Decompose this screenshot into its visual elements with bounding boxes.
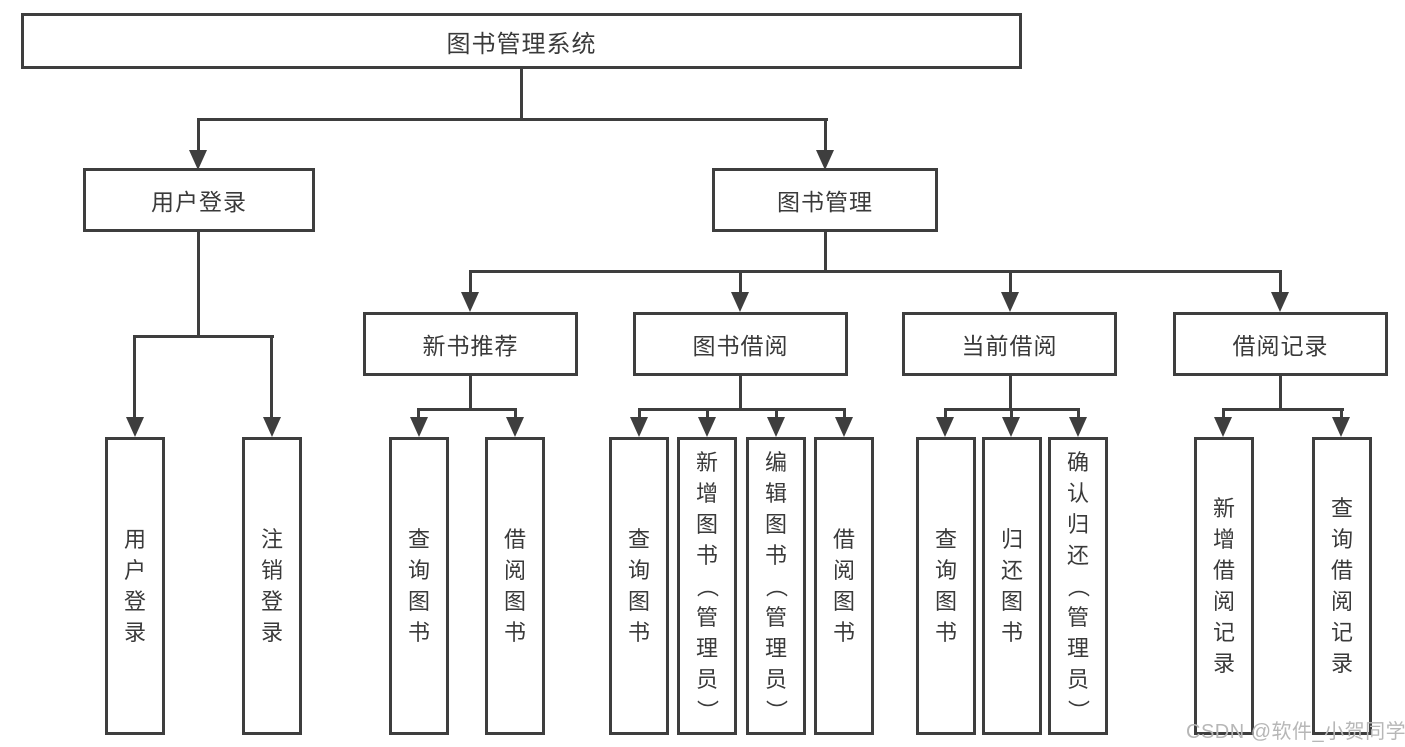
connector-arrow-shaft-user-login (197, 118, 200, 152)
arrow-down-icon (698, 417, 716, 437)
connector-user-login-stem (197, 232, 200, 335)
leaf-recommend-borrow-books-label: 借阅图书 (503, 527, 526, 645)
arrow-down-icon (936, 417, 954, 437)
leaf-borrow-query-books: 查询图书 (609, 437, 669, 735)
connector-arrow-shaft-current-borrow (1009, 270, 1012, 294)
connector-arrow-shaft-borrow-records (1279, 270, 1282, 294)
arrow-down-icon (1001, 292, 1019, 312)
leaf-logout-label: 注销登录 (260, 527, 283, 645)
leaf-current-return-books: 归还图书 (982, 437, 1042, 735)
arrow-down-icon (1002, 417, 1020, 437)
connector-borrow-records-rail (1222, 408, 1344, 411)
leaf-recommend-query-books-label: 查询图书 (407, 527, 430, 645)
arrow-down-icon (126, 417, 144, 437)
leaf-current-confirm-return-label: 确认归还（管理员） (1065, 449, 1091, 722)
connector-book-borrow-rail (638, 408, 846, 411)
leaf-borrow-edit-books-label: 编辑图书（管理员） (763, 449, 789, 722)
leaf-records-add-record-label: 新增借阅记录 (1212, 496, 1235, 676)
connector-new-book-rail (417, 408, 517, 411)
connector-book-borrow-stem (739, 376, 742, 408)
connector-arrow-shaft-login-leaf (133, 335, 136, 419)
leaf-borrow-borrow-books: 借阅图书 (814, 437, 874, 735)
connector-arrow-shaft-book-management (824, 118, 827, 152)
connector-arrow-shaft (775, 408, 778, 420)
arrow-down-icon (767, 417, 785, 437)
arrow-down-icon (1214, 417, 1232, 437)
leaf-borrow-add-books: 新增图书（管理员） (677, 437, 737, 735)
leaf-recommend-borrow-books: 借阅图书 (485, 437, 545, 735)
arrow-down-icon (189, 150, 207, 170)
connector-borrow-records-stem (1279, 376, 1282, 408)
csdn-watermark: CSDN @软件_小贺同学 (1186, 721, 1405, 743)
connector-user-login-rail (134, 335, 274, 338)
leaf-user-login: 用户登录 (105, 437, 165, 735)
connector-arrow-shaft (514, 408, 517, 420)
connector-arrow-shaft (638, 408, 641, 420)
leaf-current-return-books-label: 归还图书 (1000, 527, 1023, 645)
connector-arrow-shaft (1222, 408, 1225, 420)
leaf-records-add-record: 新增借阅记录 (1194, 437, 1254, 735)
connector-arrow-shaft (1077, 408, 1080, 420)
connector-arrow-shaft-book-borrow (739, 270, 742, 294)
arrow-down-icon (630, 417, 648, 437)
node-current-borrow-label: 当前借阅 (961, 333, 1058, 359)
connector-arrow-shaft (1010, 408, 1013, 420)
arrow-down-icon (835, 417, 853, 437)
node-root-label: 图书管理系统 (446, 30, 597, 58)
node-new-book-recommend-label: 新书推荐 (422, 333, 519, 359)
connector-arrow-shaft (1340, 408, 1343, 420)
node-book-borrow-label: 图书借阅 (692, 333, 789, 359)
connector-arrow-shaft (843, 408, 846, 420)
arrow-down-icon (731, 292, 749, 312)
leaf-current-confirm-return: 确认归还（管理员） (1048, 437, 1108, 735)
connector-arrow-shaft (944, 408, 947, 420)
node-root: 图书管理系统 (21, 13, 1022, 69)
arrow-down-icon (506, 417, 524, 437)
connector-arrow-shaft-new-book (469, 270, 472, 294)
arrow-down-icon (1271, 292, 1289, 312)
leaf-current-query-books-label: 查询图书 (934, 527, 957, 645)
node-book-management: 图书管理 (712, 168, 938, 232)
leaf-logout: 注销登录 (242, 437, 302, 735)
arrow-down-icon (1069, 417, 1087, 437)
node-user-login: 用户登录 (83, 168, 315, 232)
connector-book-management-stem (824, 232, 827, 270)
leaf-borrow-query-books-label: 查询图书 (627, 527, 650, 645)
leaf-borrow-edit-books: 编辑图书（管理员） (746, 437, 806, 735)
node-borrow-records: 借阅记录 (1173, 312, 1388, 376)
arrow-down-icon (461, 292, 479, 312)
node-book-borrow: 图书借阅 (633, 312, 848, 376)
node-user-login-label: 用户登录 (151, 189, 247, 215)
node-book-management-label: 图书管理 (777, 189, 873, 215)
node-current-borrow: 当前借阅 (902, 312, 1117, 376)
arrow-down-icon (1332, 417, 1350, 437)
connector-book-management-rail (469, 270, 1282, 273)
arrow-down-icon (263, 417, 281, 437)
leaf-borrow-borrow-books-label: 借阅图书 (832, 527, 855, 645)
connector-new-book-stem (469, 376, 472, 408)
connector-current-borrow-stem (1009, 376, 1012, 408)
leaf-current-query-books: 查询图书 (916, 437, 976, 735)
leaf-records-query-record: 查询借阅记录 (1312, 437, 1372, 735)
arrow-down-icon (410, 417, 428, 437)
leaf-recommend-query-books: 查询图书 (389, 437, 449, 735)
leaf-user-login-label: 用户登录 (123, 527, 146, 645)
node-borrow-records-label: 借阅记录 (1232, 333, 1329, 359)
leaf-borrow-add-books-label: 新增图书（管理员） (694, 449, 720, 722)
connector-arrow-shaft (706, 408, 709, 420)
connector-root-stem (520, 69, 523, 118)
connector-arrow-shaft (417, 408, 420, 420)
arrow-down-icon (816, 150, 834, 170)
connector-arrow-shaft-logout-leaf (270, 335, 273, 419)
connector-root-rail (197, 118, 828, 121)
leaf-records-query-record-label: 查询借阅记录 (1330, 496, 1353, 676)
node-new-book-recommend: 新书推荐 (363, 312, 578, 376)
